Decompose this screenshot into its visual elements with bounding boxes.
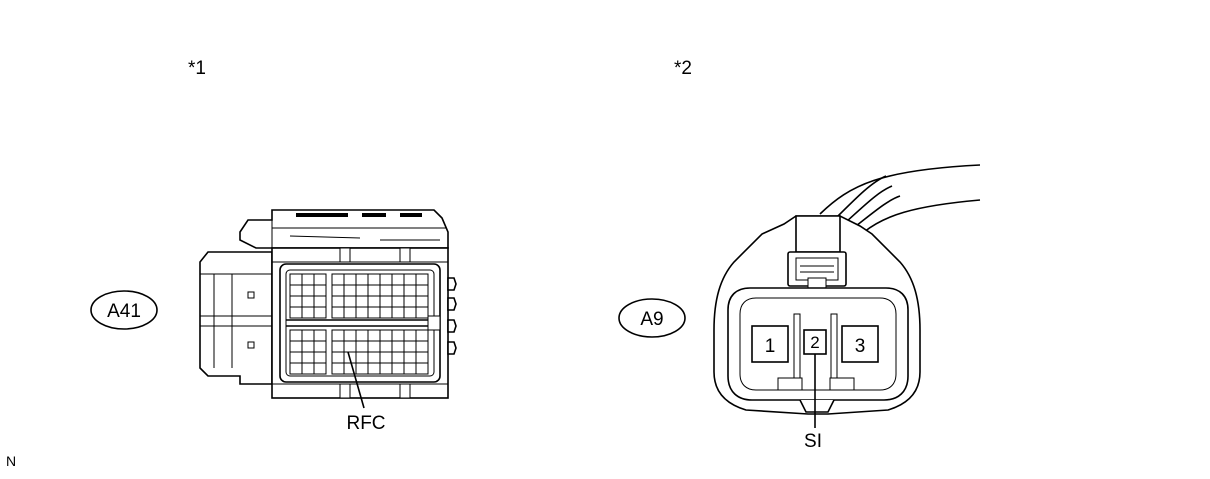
rfc-leader-line bbox=[347, 351, 365, 409]
a41-connector-body bbox=[199, 209, 457, 399]
pin-3-label: 3 bbox=[855, 336, 866, 357]
left-connector-id: A41 bbox=[107, 301, 141, 322]
corner-code: N bbox=[6, 453, 16, 469]
pin-1-label: 1 bbox=[765, 336, 776, 357]
right-connector-id: A9 bbox=[640, 309, 663, 330]
right-terminal-label: SI bbox=[804, 431, 822, 452]
right-view-marker: *2 bbox=[674, 58, 692, 79]
a9-connector-body bbox=[713, 164, 981, 415]
left-terminal-label: RFC bbox=[346, 413, 385, 434]
pin-2-label: 2 bbox=[810, 333, 819, 352]
left-connector-id-badge: A41 bbox=[90, 290, 158, 330]
left-view-marker: *1 bbox=[188, 58, 206, 79]
right-connector-id-badge: A9 bbox=[618, 298, 686, 338]
